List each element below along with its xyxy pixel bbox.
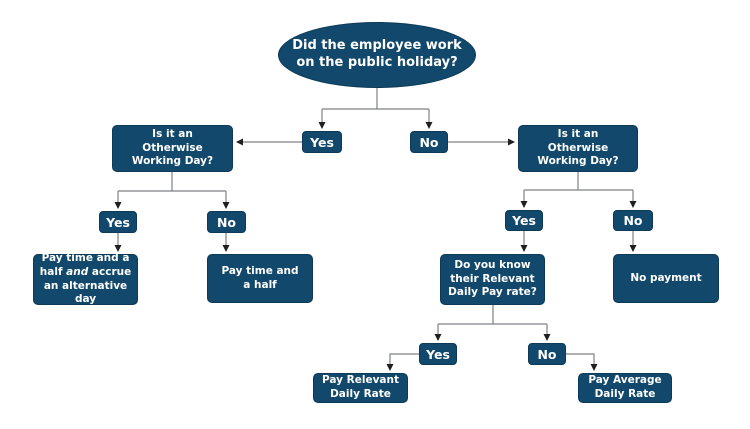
branch-no-top: No <box>410 131 448 153</box>
branch-no-right: No <box>613 210 653 231</box>
root-question-ellipse: Did the employee work on the public holi… <box>278 22 476 88</box>
outcome-pay-time-half: Pay time and a half <box>207 254 313 303</box>
branch-yes-left: Yes <box>99 211 137 233</box>
branch-yes-top: Yes <box>302 131 342 153</box>
branch-yes-right: Yes <box>505 210 543 231</box>
connector-yes-bot-to-relevant <box>386 353 419 371</box>
connector-owd-right-split <box>524 172 633 191</box>
question-otherwise-working-day-left: Is it an Otherwise Working Day? <box>112 125 233 172</box>
outcome-pay-average-daily-rate: Pay Average Daily Rate <box>578 373 672 403</box>
connector-no-bot-to-average <box>566 353 598 371</box>
question-otherwise-working-day-right: Is it an Otherwise Working Day? <box>518 125 638 172</box>
branch-no-bottom: No <box>528 343 566 365</box>
outcome-pay-relevant-daily-rate: Pay Relevant Daily Rate <box>313 373 408 403</box>
question-relevant-daily-pay: Do you know their Relevant Daily Pay rat… <box>440 254 545 305</box>
connector-root-split <box>322 88 429 110</box>
connector-rdp-split <box>438 305 547 325</box>
branch-no-left: No <box>207 211 246 233</box>
connector-owd-left-split <box>118 172 226 192</box>
branch-yes-bottom: Yes <box>419 343 457 365</box>
outcome-no-payment: No payment <box>613 254 719 303</box>
